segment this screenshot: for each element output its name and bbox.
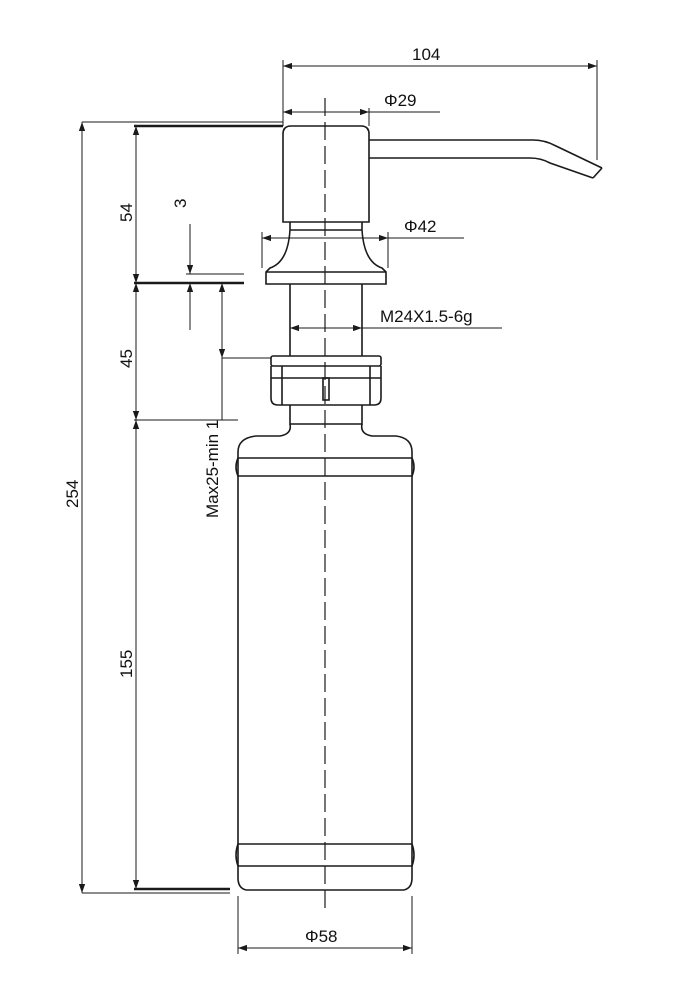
label-total-height: 254 — [63, 480, 82, 508]
dim-bottle-dia: Φ58 — [237, 896, 413, 954]
label-gap: 3 — [171, 199, 190, 208]
label-bottle-dia: Φ58 — [305, 927, 337, 946]
dim-overall-width: 104 — [282, 45, 598, 160]
dim-gap: 3 — [171, 199, 194, 330]
bottle-neck — [237, 405, 413, 891]
label-head-height: 54 — [117, 203, 136, 222]
dim-bottle-height: 155 — [117, 420, 140, 889]
dim-thread: M24X1.5-6g — [290, 307, 502, 332]
bottle-body — [235, 457, 415, 891]
threaded-shank — [289, 284, 363, 356]
label-counter-thickness: Max25-min 1 — [203, 420, 222, 518]
dim-mount-height: 45 — [117, 283, 140, 420]
dim-flange-dia: Φ42 — [261, 217, 464, 268]
spout — [369, 139, 603, 179]
label-thread: M24X1.5-6g — [380, 307, 473, 326]
dim-counter-thickness: Max25-min 1 — [203, 283, 226, 518]
dim-total-height: 254 — [63, 122, 86, 893]
flange — [265, 222, 387, 285]
label-spout-dia: Φ29 — [384, 91, 416, 110]
label-flange-dia: Φ42 — [404, 217, 436, 236]
lock-nut — [270, 355, 382, 406]
label-bottle-height: 155 — [117, 650, 136, 678]
label-mount-height: 45 — [117, 349, 136, 368]
pump-head — [282, 125, 370, 223]
dim-spout-dia: Φ29 — [282, 91, 440, 126]
label-overall-width: 104 — [412, 45, 440, 64]
reference-lines — [82, 121, 283, 894]
dim-head-height: 54 — [117, 126, 140, 283]
